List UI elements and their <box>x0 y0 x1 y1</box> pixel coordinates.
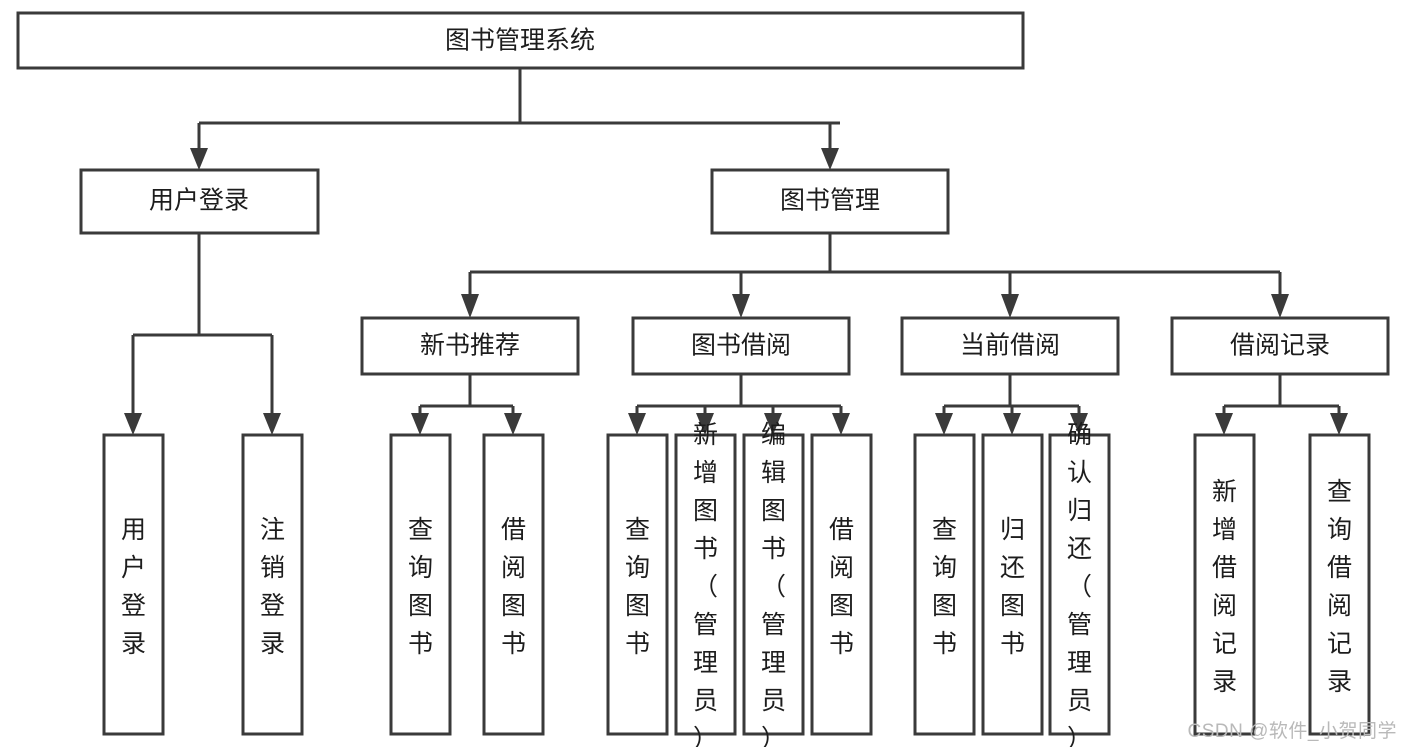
leaf-leaf-bor-lend[interactable]: 借阅图书 <box>810 433 873 736</box>
node-borrow-record-label: 借阅记录 <box>1230 332 1330 360</box>
arrow-to-leaf-rcd-add <box>1215 413 1233 435</box>
leaf-box[interactable] <box>241 433 304 736</box>
leaf-box[interactable] <box>1308 433 1371 736</box>
leaf-node-layer: 用户登录 注销登录 查询图书 借阅图书 查询图书 新增图书（管理员） 编辑图书（管理员） 借阅… <box>102 421 1371 747</box>
leaf-label: 查询借阅记录 <box>1327 478 1352 696</box>
leaf-leaf-bor-query[interactable]: 查询图书 <box>606 433 669 736</box>
arrow-to-leaf-bor-lend <box>832 413 850 435</box>
leaf-box[interactable] <box>981 433 1044 736</box>
arrow-to-leaf-rec-borrow <box>504 413 522 435</box>
arrow-to-leaf-bor-edit <box>764 413 782 435</box>
node-book-borrow-label: 图书借阅 <box>691 332 791 360</box>
leaf-label: 编辑图书（管理员） <box>761 421 786 747</box>
connector-root-to-level2 <box>197 68 840 152</box>
leaf-label: 确认归还（管理员） <box>1067 421 1092 747</box>
node-book-manage-box[interactable] <box>710 168 950 235</box>
connector-record-to-leaves <box>1222 374 1341 417</box>
node-user-login-label: 用户登录 <box>149 187 249 215</box>
leaf-box[interactable] <box>674 433 737 736</box>
node-root-label: 图书管理系统 <box>445 27 595 55</box>
node-current-borrow[interactable]: 当前借阅 <box>900 316 1120 376</box>
node-root-box[interactable] <box>16 11 1025 70</box>
leaf-leaf-rcd-add[interactable]: 新增借阅记录 <box>1193 433 1256 736</box>
node-borrow-record-box[interactable] <box>1170 316 1390 376</box>
arrow-to-leaf-user-logout <box>263 413 281 435</box>
leaf-label: 查询图书 <box>932 516 957 658</box>
leaf-label: 借阅图书 <box>829 516 854 658</box>
csdn-watermark: CSDN @软件_小贺同学 <box>1187 721 1397 742</box>
node-book-manage[interactable]: 图书管理 <box>710 168 950 235</box>
node-user-login-box[interactable] <box>79 168 320 235</box>
node-new-book-recommend[interactable]: 新书推荐 <box>360 316 580 376</box>
arrow-to-leaf-rcd-query <box>1330 413 1348 435</box>
leaf-label: 新增图书（管理员） <box>693 421 718 747</box>
leaf-leaf-rcd-query[interactable]: 查询借阅记录 <box>1308 433 1371 736</box>
leaf-box[interactable] <box>1048 433 1111 736</box>
leaf-box[interactable] <box>102 433 165 736</box>
arrow-to-current-borrow <box>1001 294 1019 318</box>
arrow-to-leaf-rec-query <box>411 413 429 435</box>
arrow-to-user-login <box>190 148 208 170</box>
leaf-box[interactable] <box>913 433 976 736</box>
connector-borrow-to-leaves <box>635 374 843 417</box>
node-book-borrow-box[interactable] <box>631 316 851 376</box>
leaf-box[interactable] <box>1193 433 1256 736</box>
node-user-login[interactable]: 用户登录 <box>79 168 320 235</box>
arrow-to-leaf-user-login <box>124 413 142 435</box>
arrow-to-borrow-record <box>1271 294 1289 318</box>
arrow-to-book-borrow <box>732 294 750 318</box>
leaf-box[interactable] <box>389 433 452 736</box>
leaf-leaf-bor-edit[interactable]: 编辑图书（管理员） <box>742 421 805 747</box>
leaf-label: 注销登录 <box>260 516 285 658</box>
node-current-borrow-box[interactable] <box>900 316 1120 376</box>
leaf-label: 查询图书 <box>408 516 433 658</box>
node-book-borrow[interactable]: 图书借阅 <box>631 316 851 376</box>
leaf-leaf-user-login[interactable]: 用户登录 <box>102 433 165 736</box>
leaf-leaf-cur-confirm[interactable]: 确认归还（管理员） <box>1048 421 1111 747</box>
leaf-box[interactable] <box>810 433 873 736</box>
leaf-leaf-rec-borrow[interactable]: 借阅图书 <box>482 433 545 736</box>
leaf-leaf-user-logout[interactable]: 注销登录 <box>241 433 304 736</box>
node-root[interactable]: 图书管理系统 <box>16 11 1025 70</box>
connector-current-to-leaves <box>942 374 1081 417</box>
leaf-label: 查询图书 <box>625 516 650 658</box>
node-new-book-recommend-label: 新书推荐 <box>420 332 520 360</box>
arrow-to-leaf-cur-query <box>935 413 953 435</box>
node-new-book-recommend-box[interactable] <box>360 316 580 376</box>
arrow-to-leaf-bor-add <box>696 413 714 435</box>
node-book-manage-label: 图书管理 <box>780 187 880 215</box>
connector-book-to-level3 <box>468 233 1282 296</box>
arrow-to-leaf-cur-confirm <box>1070 413 1088 435</box>
arrow-to-leaf-bor-query <box>628 413 646 435</box>
leaf-label: 新增借阅记录 <box>1212 478 1237 696</box>
leaf-box[interactable] <box>742 433 805 736</box>
node-current-borrow-label: 当前借阅 <box>960 332 1060 360</box>
leaf-leaf-cur-return[interactable]: 归还图书 <box>981 433 1044 736</box>
arrow-to-leaf-cur-return <box>1003 413 1021 435</box>
leaf-label: 用户登录 <box>121 516 146 658</box>
connector-layer <box>124 68 1348 435</box>
node-borrow-record[interactable]: 借阅记录 <box>1170 316 1390 376</box>
leaf-box[interactable] <box>482 433 545 736</box>
leaf-label: 借阅图书 <box>501 516 526 658</box>
arrow-to-new-book-recommend <box>461 294 479 318</box>
arrow-to-book-manage <box>821 148 839 170</box>
connector-login-to-leaves <box>131 233 274 417</box>
leaf-leaf-cur-query[interactable]: 查询图书 <box>913 433 976 736</box>
leaf-label: 归还图书 <box>1000 516 1025 658</box>
leaf-leaf-rec-query[interactable]: 查询图书 <box>389 433 452 736</box>
connector-recommend-to-leaves <box>418 374 515 417</box>
leaf-box[interactable] <box>606 433 669 736</box>
leaf-leaf-bor-add[interactable]: 新增图书（管理员） <box>674 421 737 747</box>
